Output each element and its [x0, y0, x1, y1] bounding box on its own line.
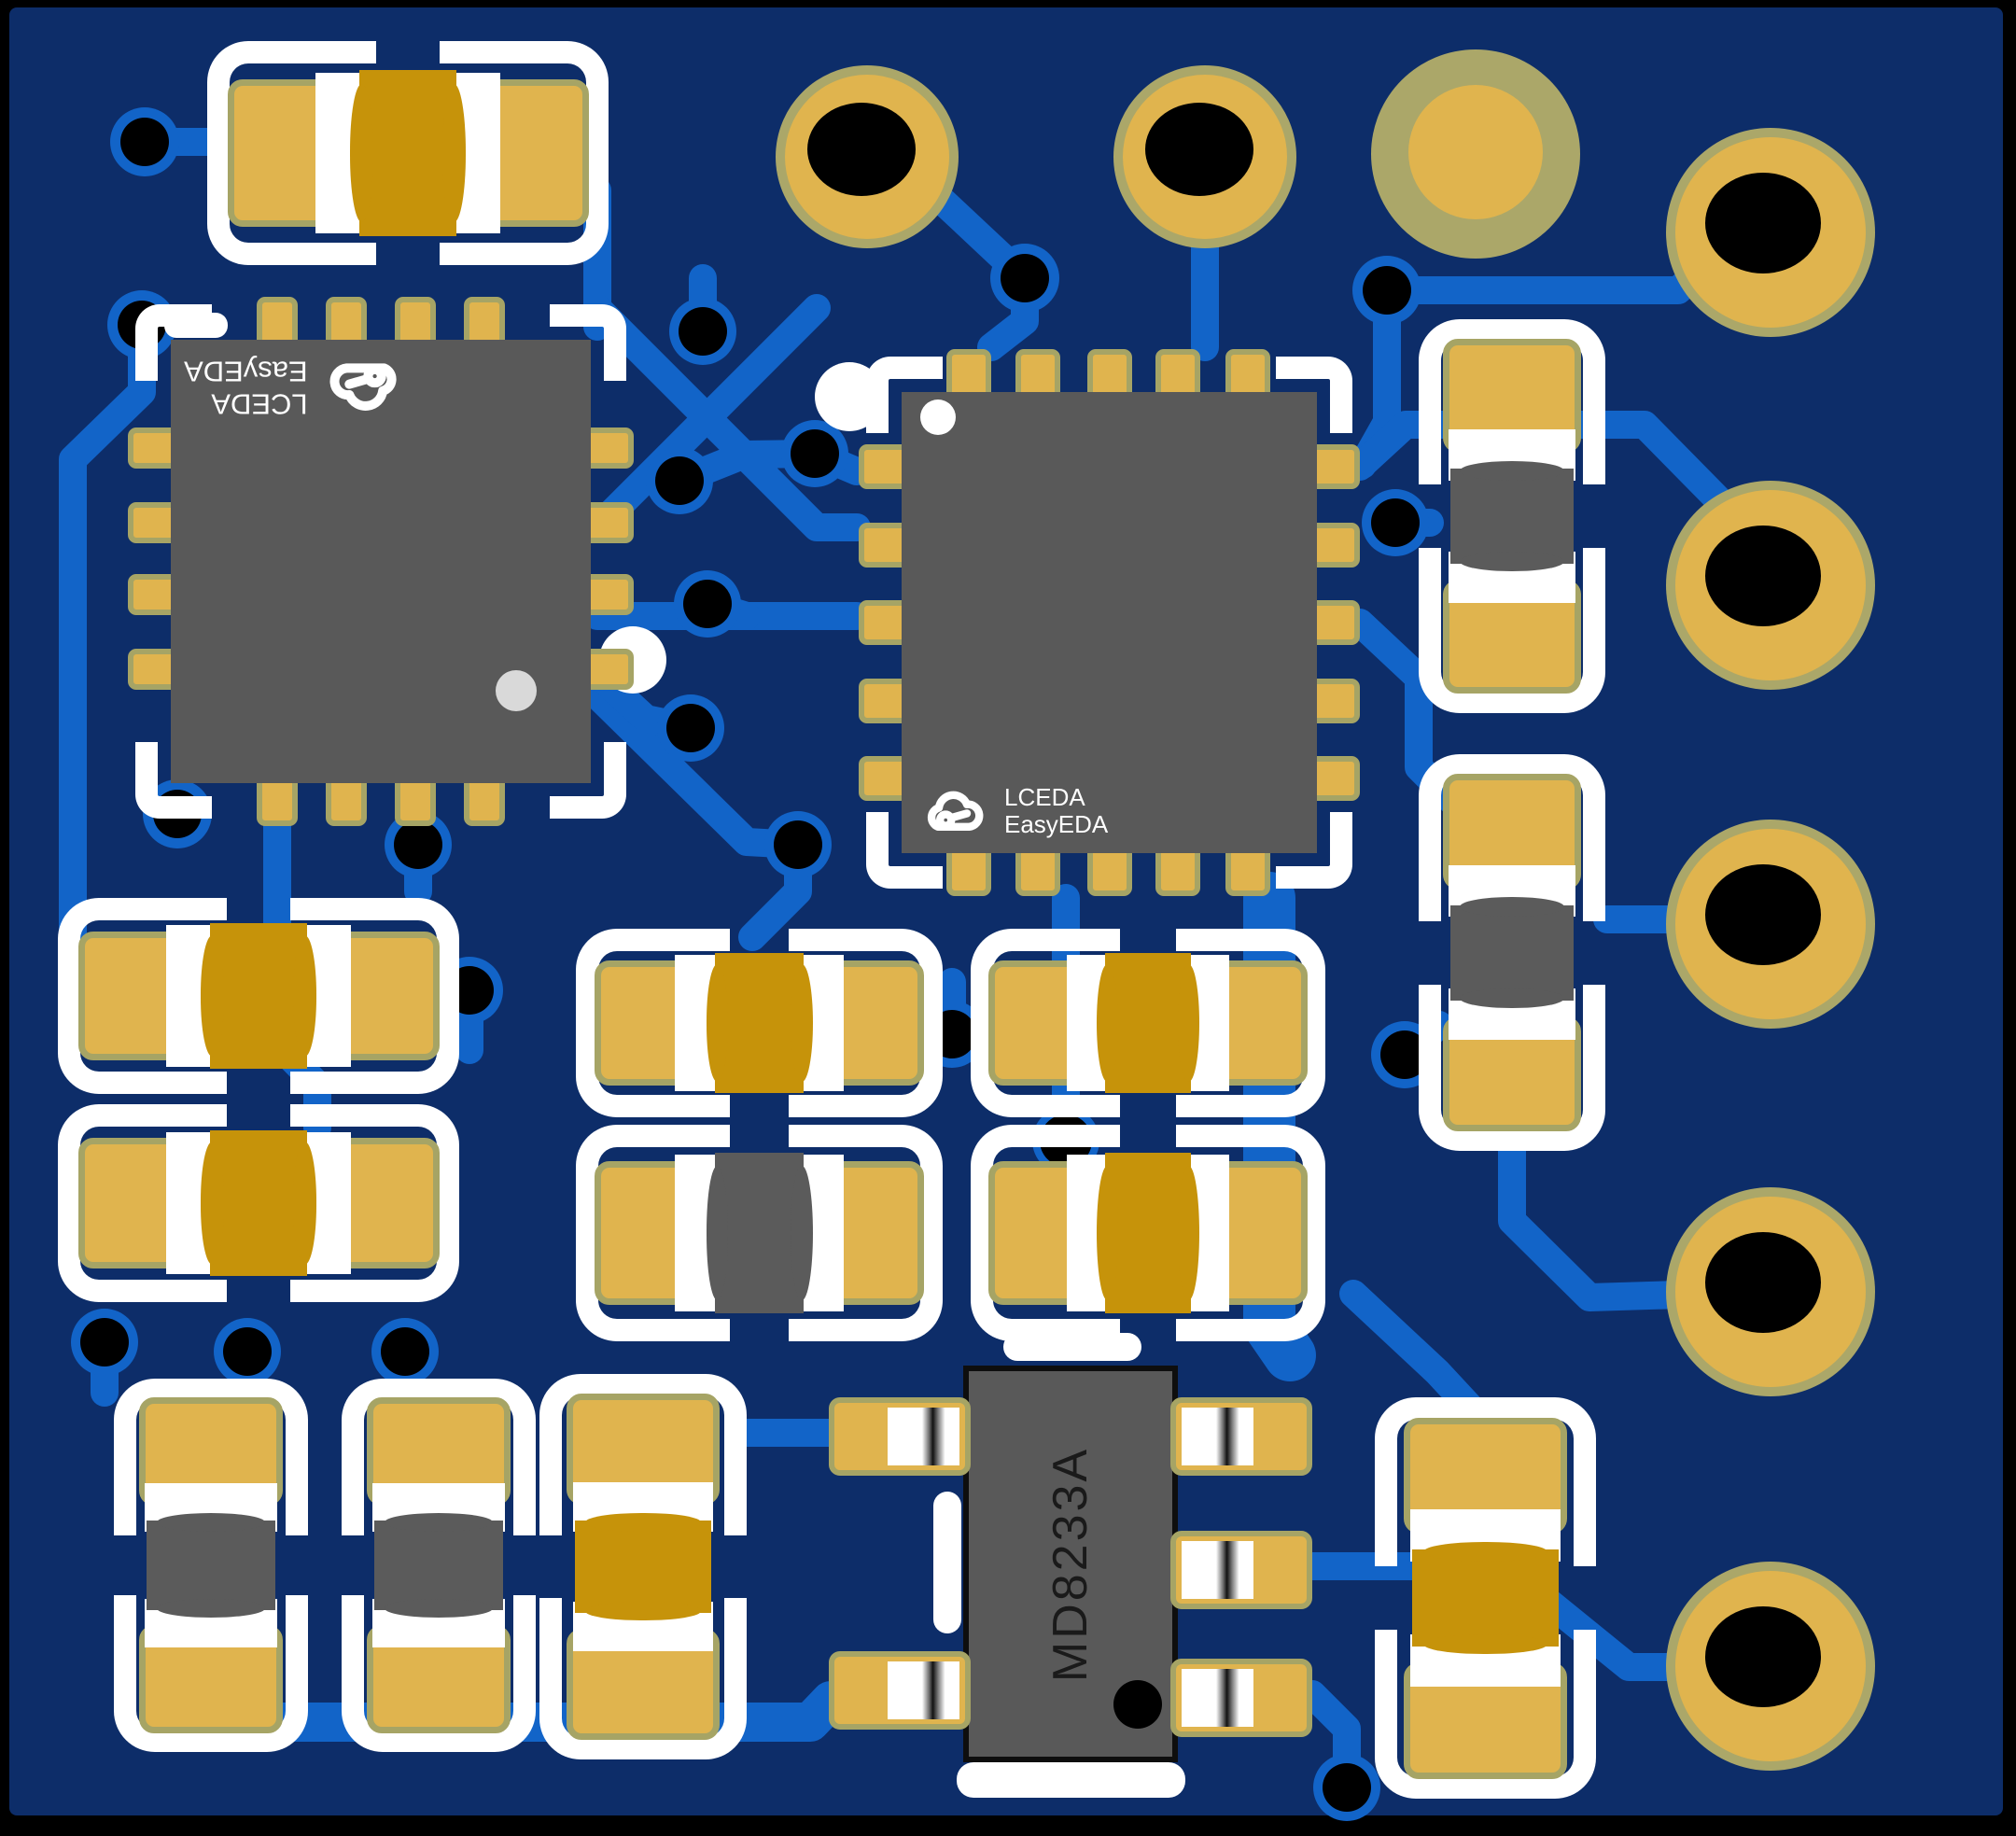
pin1-marker-dot	[1113, 1680, 1162, 1729]
component-body	[715, 953, 804, 1093]
via	[1313, 1754, 1380, 1821]
smd-capacitor	[58, 898, 459, 1094]
silkscreen-corner	[1276, 812, 1352, 889]
ic-part-number: MD8233A	[1043, 1446, 1098, 1682]
easyeda-cloud-icon	[329, 363, 397, 412]
component-body	[715, 1153, 804, 1313]
through-hole-pads	[776, 49, 1875, 1771]
th-pad	[776, 65, 959, 248]
ic-lead	[1181, 1408, 1253, 1465]
ic-body	[902, 392, 1317, 853]
silkscreen-corner	[135, 304, 212, 381]
smd-capacitor	[971, 929, 1325, 1117]
ic-pin-pad	[1170, 1397, 1312, 1476]
component-body	[210, 923, 307, 1069]
silkscreen-outline	[207, 41, 376, 265]
component-body	[574, 1520, 712, 1614]
logo-line1: LCEDA	[211, 387, 308, 421]
via	[214, 1318, 281, 1385]
smd-capacitor	[971, 1125, 1325, 1341]
via	[657, 694, 724, 762]
component-body	[1105, 953, 1191, 1093]
silkscreen-corner	[135, 742, 212, 819]
ic-lead	[888, 1408, 960, 1465]
silkscreen-corner	[866, 357, 943, 433]
via	[371, 1318, 439, 1385]
via	[646, 447, 713, 514]
th-pad	[1113, 65, 1296, 248]
component-body	[147, 1521, 275, 1610]
ic-lead	[1181, 1669, 1253, 1727]
ic-qfn-left: LCEDA EasyEDA	[128, 297, 634, 826]
via	[110, 107, 179, 176]
via	[1362, 489, 1429, 556]
silkscreen-corner	[550, 304, 626, 381]
silkscreen-corner	[1276, 357, 1352, 433]
th-pad	[1666, 1562, 1875, 1771]
via	[1352, 256, 1421, 325]
component-body	[374, 1521, 503, 1610]
smd-resistor	[1419, 319, 1605, 713]
smd-capacitor	[1375, 1397, 1596, 1799]
th-pad	[1666, 1187, 1875, 1396]
ic-pin-pad	[829, 1397, 971, 1476]
component-body	[359, 70, 456, 236]
logo-line2: EasyEDA	[1004, 809, 1109, 838]
ic-pin-pad	[1170, 1531, 1312, 1609]
via	[669, 298, 736, 365]
component-body	[210, 1129, 307, 1277]
via	[385, 811, 452, 878]
ic-qfp-center: LCEDA EasyEDA	[859, 349, 1360, 896]
logo-line2: EasyEDA	[184, 355, 308, 388]
fiducial-pad	[1371, 49, 1580, 259]
smd-capacitor	[539, 1374, 747, 1759]
pin1-marker-dot	[496, 670, 537, 711]
silkscreen-corner	[550, 742, 626, 819]
smd-resistor	[576, 1125, 943, 1341]
ic-pin-pad	[1170, 1659, 1312, 1737]
th-pad	[1666, 128, 1875, 337]
via	[764, 811, 832, 878]
ic-md8233a: MD8233A	[829, 1366, 1312, 1762]
via	[781, 420, 848, 487]
pin1-marker-dot	[920, 399, 956, 435]
silkscreen-bar	[1003, 1333, 1141, 1361]
component-body	[1450, 904, 1574, 1001]
silkscreen-outline	[440, 41, 609, 265]
silkscreen-corner	[866, 812, 943, 889]
silkscreen-bar	[957, 1762, 1185, 1798]
ic-lead	[1181, 1541, 1253, 1599]
logo-line1: LCEDA	[1004, 782, 1085, 811]
easyeda-logo: LCEDA EasyEDA	[922, 782, 1109, 838]
smd-capacitor	[58, 1104, 459, 1302]
th-pad	[1666, 481, 1875, 690]
ic-pin-pad	[829, 1651, 971, 1730]
smd-resistor	[114, 1379, 308, 1752]
smd-capacitor	[576, 929, 943, 1117]
via	[990, 244, 1059, 313]
component-body	[1450, 469, 1574, 564]
th-pad	[1666, 820, 1875, 1029]
easyeda-logo: LCEDA EasyEDA	[184, 355, 403, 421]
smd-capacitor	[207, 41, 609, 265]
via	[71, 1309, 138, 1376]
easyeda-cloud-icon	[927, 791, 984, 831]
component-body	[1105, 1153, 1191, 1313]
smd-resistor	[1419, 754, 1605, 1151]
component-body	[1412, 1549, 1559, 1647]
ic-lead	[888, 1661, 960, 1719]
smd-resistor	[342, 1379, 536, 1752]
via	[674, 570, 741, 638]
